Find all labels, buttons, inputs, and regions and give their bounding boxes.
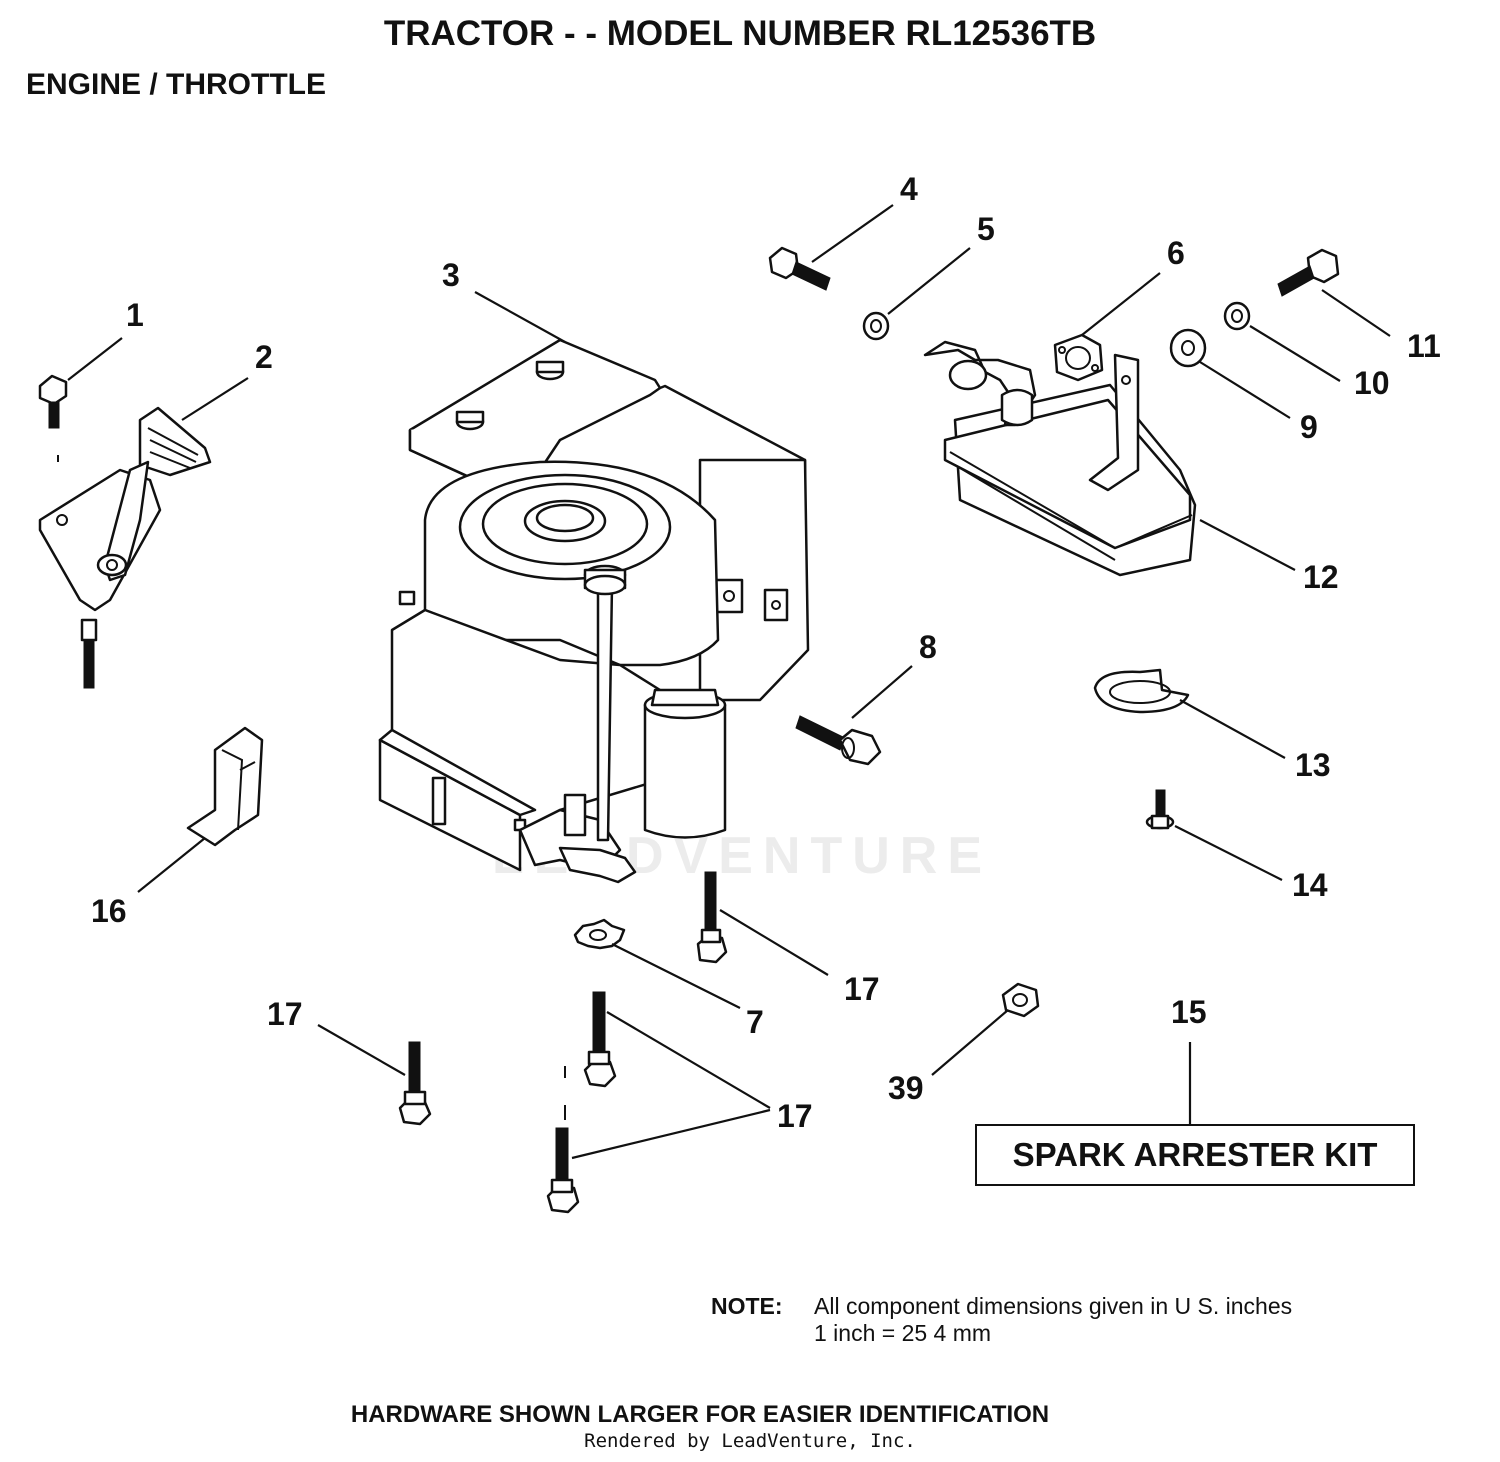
nut-part-39[interactable]	[1001, 982, 1040, 1018]
callout-17-pair: 17	[777, 1098, 813, 1134]
bolt-part-17-upper[interactable]	[564, 991, 617, 1088]
callout-11: 11	[1407, 328, 1441, 364]
callout-8: 8	[919, 629, 937, 665]
lock-washer-part-5[interactable]	[862, 311, 890, 341]
bolt-part-8[interactable]	[795, 715, 882, 766]
callout-4: 4	[900, 171, 918, 207]
callout-10: 10	[1354, 365, 1390, 401]
callout-1: 1	[126, 297, 144, 333]
star-washer-part-7[interactable]	[573, 918, 626, 950]
note-label: NOTE:	[711, 1293, 783, 1319]
callout-7: 7	[746, 1004, 764, 1040]
callout-6: 6	[1167, 235, 1185, 271]
callout-9: 9	[1300, 409, 1318, 445]
flat-washer-part-9[interactable]	[1169, 328, 1207, 368]
rendered-by-credit: Rendered by LeadVenture, Inc.	[584, 1430, 916, 1452]
callout-39: 39	[888, 1070, 924, 1106]
hardware-footer-note: HARDWARE SHOWN LARGER FOR EASIER IDENTIF…	[350, 1401, 1050, 1428]
spark-arrester-screen-part-13[interactable]	[1093, 668, 1190, 714]
callout-numbers: 1 2 3 4 5 6 7 8 9 10 11 12 13 14 15 16 1…	[91, 171, 1441, 1134]
bolt-part-4[interactable]	[768, 246, 831, 291]
engine-part-3[interactable]	[378, 338, 810, 884]
callout-17-center: 17	[844, 971, 880, 1007]
note-text-line-1: All component dimensions given in U S. i…	[814, 1293, 1293, 1319]
bracket-part-16[interactable]	[186, 726, 264, 847]
bolt-part-17-left[interactable]	[398, 1041, 432, 1126]
throttle-bracket-part-2[interactable]	[38, 406, 212, 689]
muffler-part-12[interactable]	[923, 340, 1197, 577]
callout-17-left: 17	[267, 996, 303, 1032]
callout-13: 13	[1295, 747, 1331, 783]
bolt-part-17-center[interactable]	[696, 871, 728, 964]
callout-12: 12	[1303, 559, 1339, 595]
bolt-part-17-lower[interactable]	[546, 1105, 580, 1214]
note-text-line-2: 1 inch = 25 4 mm	[814, 1320, 992, 1346]
callout-14: 14	[1292, 867, 1328, 903]
callout-15: 15	[1171, 994, 1207, 1030]
gasket-part-6[interactable]	[1053, 333, 1104, 382]
page-title: TRACTOR - - MODEL NUMBER RL12536TB	[383, 14, 1097, 53]
screw-part-14[interactable]	[1145, 789, 1175, 830]
callout-5: 5	[977, 211, 995, 247]
callout-3: 3	[442, 257, 460, 293]
bolt-part-1[interactable]	[38, 374, 68, 429]
callout-16: 16	[91, 893, 127, 929]
lock-washer-part-10[interactable]	[1223, 301, 1251, 331]
leader-lines	[67, 204, 1391, 1160]
callout-2: 2	[255, 339, 273, 375]
spark-arrester-kit-label: SPARK ARRESTER KIT	[1012, 1136, 1378, 1173]
spark-arrester-kit-box[interactable]: SPARK ARRESTER KIT	[975, 1124, 1415, 1186]
bolt-part-11[interactable]	[1277, 248, 1340, 297]
section-subtitle: ENGINE / THROTTLE	[26, 68, 326, 101]
